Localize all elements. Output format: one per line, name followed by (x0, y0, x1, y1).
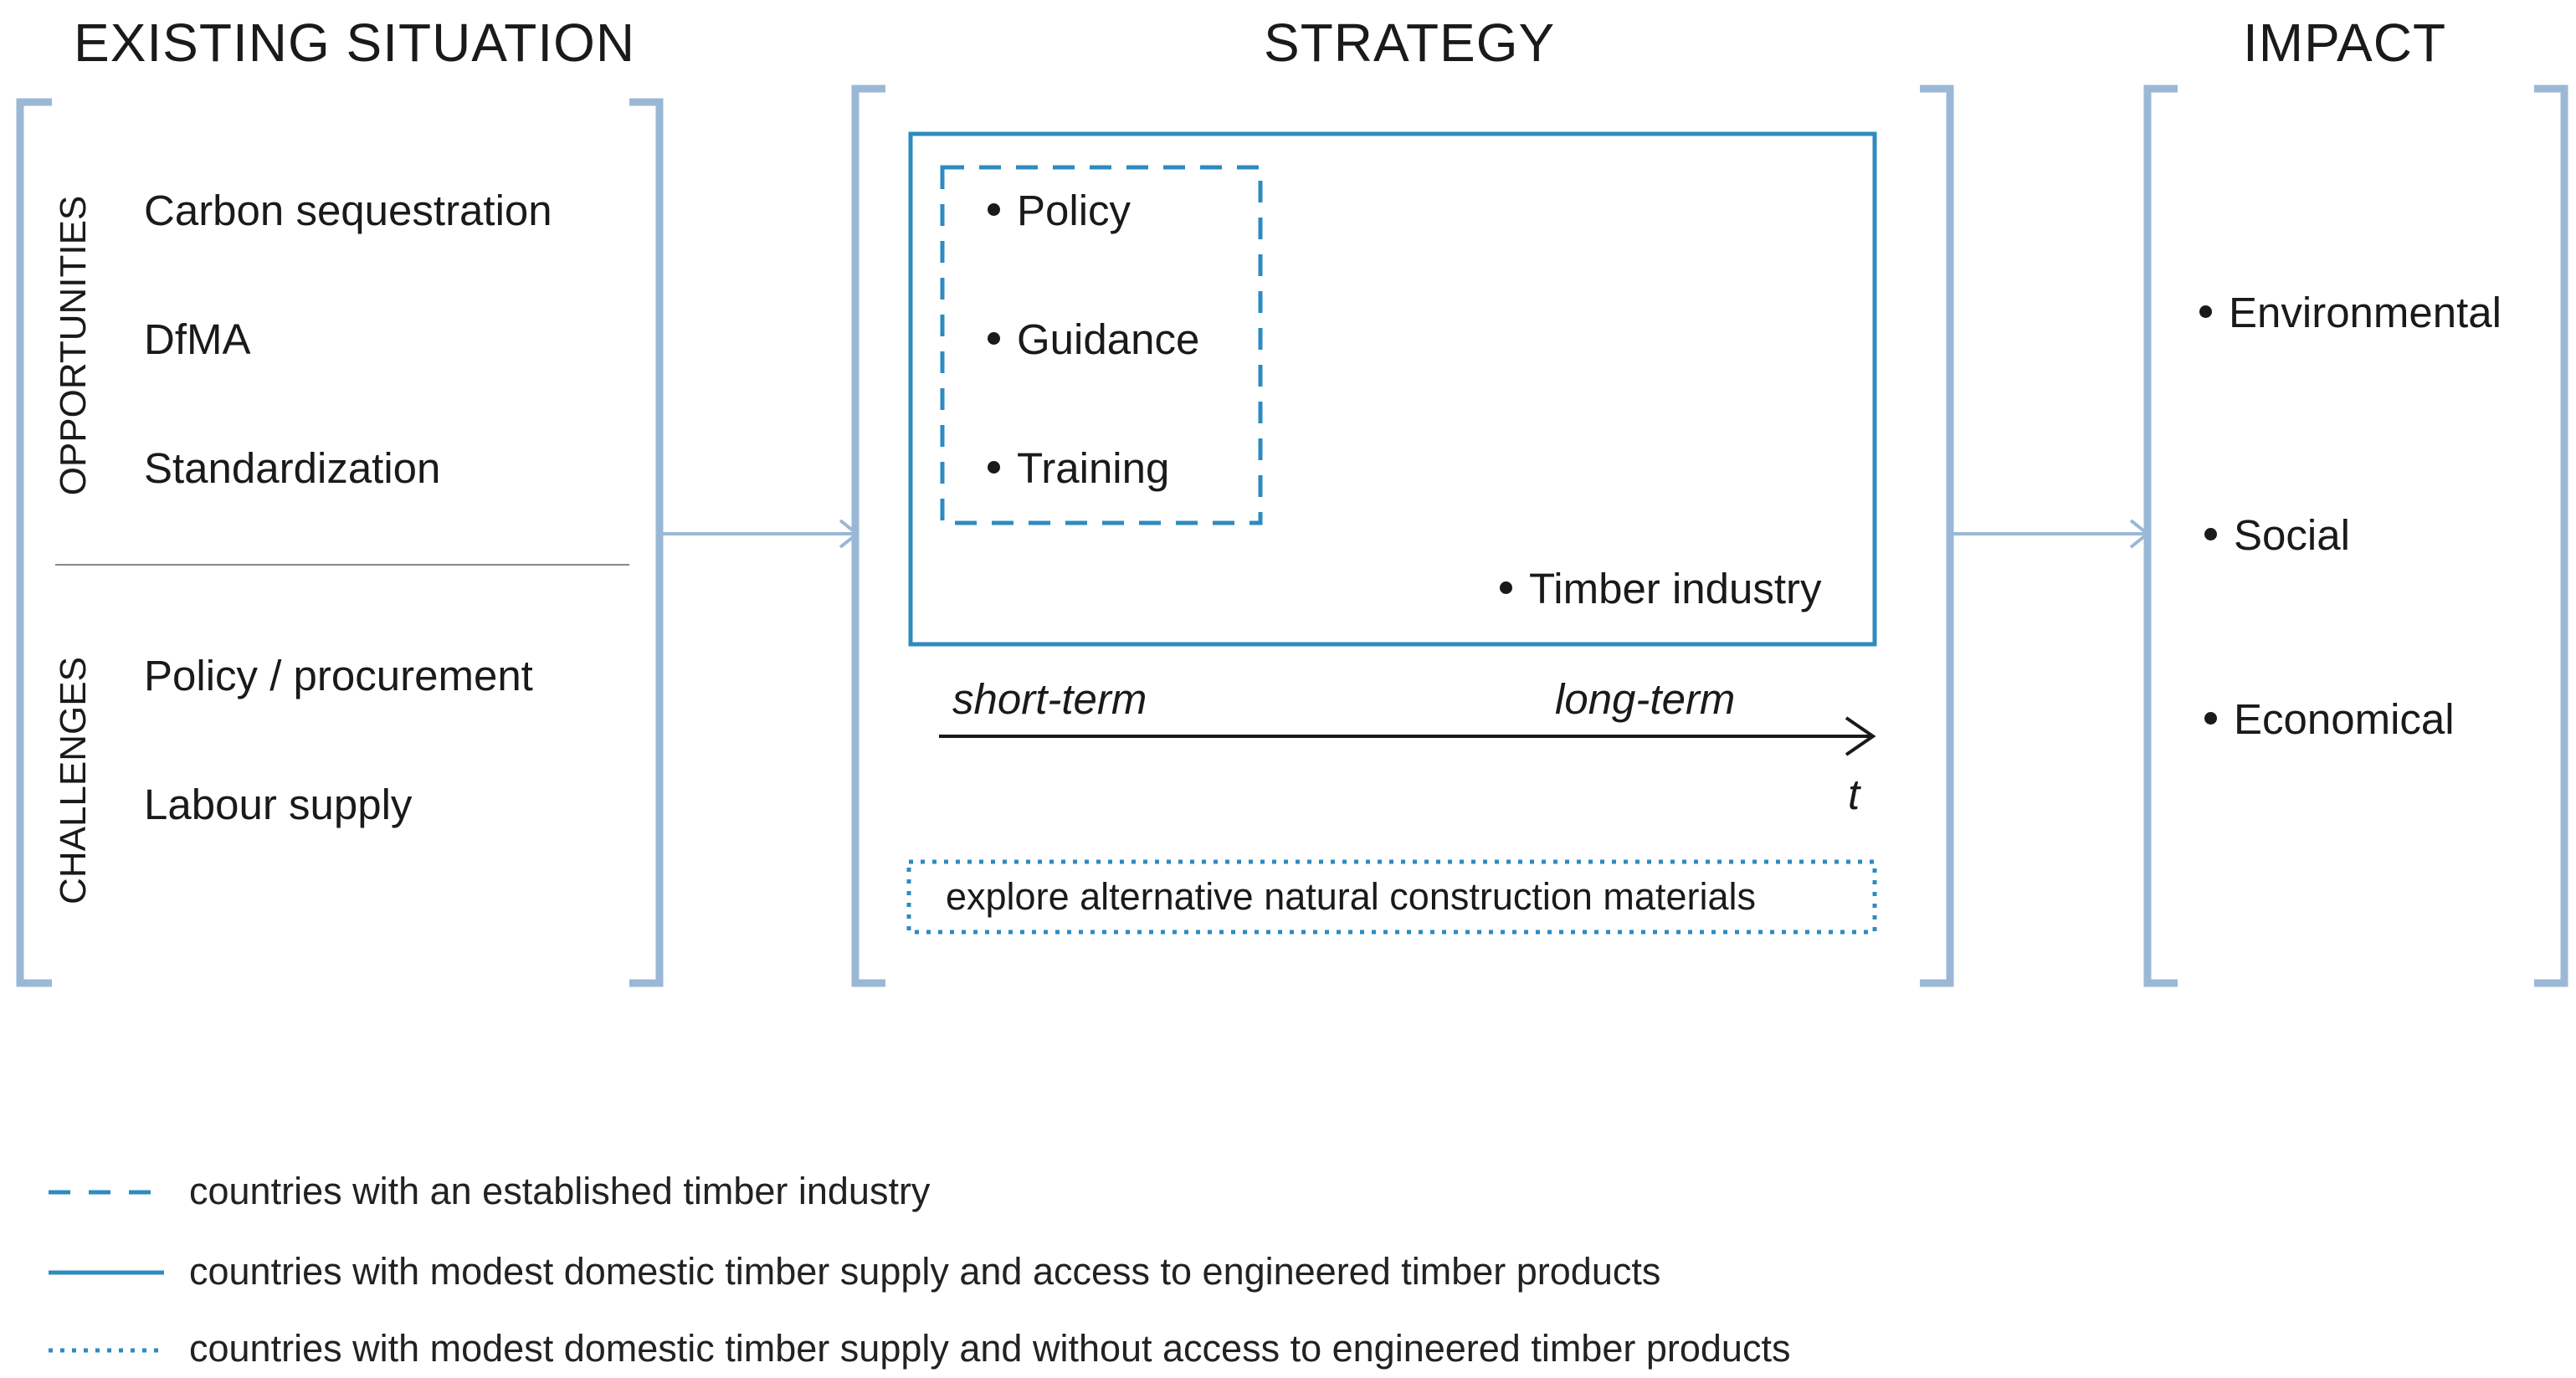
bullet-dot (988, 332, 1000, 346)
opportunity-item: Standardization (144, 444, 441, 492)
solid-box (908, 131, 1877, 647)
bullet-dot (2204, 712, 2217, 725)
solid-box-item: Timber industry (1500, 564, 1822, 613)
opportunities-label: OPPORTUNITIES (53, 195, 94, 496)
header-existing-situation: EXISTING SITUATION (74, 13, 636, 73)
bullet-dot (2199, 305, 2212, 319)
dashed-item-label: Policy (1017, 187, 1131, 234)
time-arrow-head (1845, 716, 1876, 756)
time-label: t (1848, 771, 1860, 818)
impact-item: Social (2204, 510, 2350, 560)
strategy-left-bracket (851, 85, 885, 987)
strategy-right-bracket (1920, 85, 1954, 987)
opportunity-item: DfMA (144, 315, 251, 363)
impact-item-label: Environmental (2229, 289, 2502, 336)
header-strategy: STRATEGY (1264, 13, 1556, 73)
dashed-box-item: Training (988, 443, 1169, 493)
bullet-dot (2204, 528, 2217, 541)
bullet-dot (1500, 581, 1512, 595)
dotted-box-text: explore alternative natural construction… (946, 875, 1756, 918)
challenges-label: CHALLENGES (53, 657, 94, 904)
dashed-item-label: Training (1017, 444, 1170, 492)
bullet-dot (988, 203, 1000, 217)
legend-dashed-text: countries with an established timber ind… (189, 1170, 931, 1212)
dashed-box-item: Guidance (988, 315, 1199, 364)
dotted-box (906, 859, 1877, 935)
legend-solid-text: countries with modest domestic timber su… (189, 1250, 1661, 1293)
impact-item-label: Social (2234, 511, 2350, 559)
impact-item-label: Economical (2234, 695, 2455, 743)
challenge-item: Labour supply (144, 781, 413, 828)
challenge-item: Policy / procurement (144, 652, 533, 699)
dashed-box-item: Policy (988, 186, 1131, 235)
impact-item: Environmental (2199, 288, 2502, 337)
existing-left-bracket (16, 98, 52, 987)
impact-item: Economical (2204, 694, 2455, 744)
solid-item-label: Timber industry (1529, 565, 1822, 612)
opportunity-item: Carbon sequestration (144, 187, 552, 234)
impact-right-bracket (2534, 85, 2568, 987)
impact-left-bracket (2143, 85, 2178, 987)
existing-right-bracket (629, 98, 664, 987)
dashed-box (940, 165, 1263, 525)
bullet-dot (988, 461, 1000, 474)
dashed-item-label: Guidance (1017, 315, 1200, 363)
short-term-label: short-term (952, 675, 1147, 723)
long-term-label: long-term (1555, 675, 1736, 723)
legend-dotted-text: countries with modest domestic timber su… (189, 1327, 1791, 1370)
header-impact: IMPACT (2243, 13, 2447, 73)
